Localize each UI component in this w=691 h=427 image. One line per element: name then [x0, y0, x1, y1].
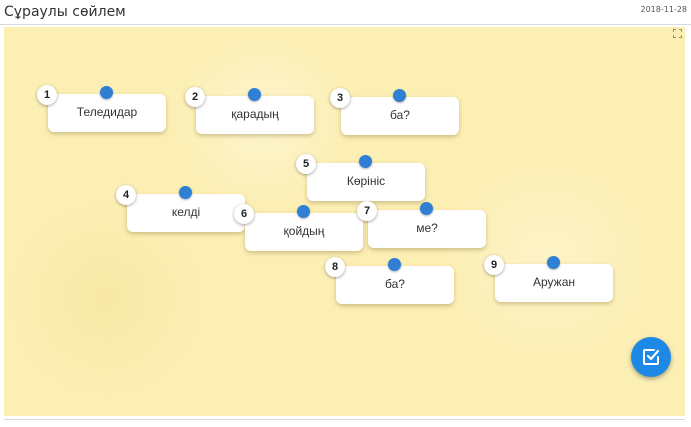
footer-divider	[4, 419, 685, 420]
word-card-4[interactable]: 4 келді	[116, 185, 245, 232]
card-number: 5	[296, 154, 316, 174]
word-card-5[interactable]: 5 Көрініс	[296, 154, 425, 201]
card-word: ба?	[390, 108, 410, 122]
check-icon	[643, 349, 660, 365]
card-word: Теледидар	[76, 105, 138, 119]
pin-icon	[547, 256, 560, 269]
card-word: Көрініс	[346, 174, 386, 188]
word-card-9[interactable]: 9 Аружан	[484, 255, 613, 302]
card-number: 3	[330, 88, 350, 108]
date-label: 2018-11-28	[640, 5, 688, 14]
word-card-6[interactable]: 6 қойдың	[234, 204, 363, 251]
card-number: 4	[116, 185, 136, 205]
pin-icon	[179, 186, 192, 199]
card-word: ба?	[385, 277, 405, 291]
header-bar: Сұраулы сөйлем 2018-11-28	[0, 0, 691, 25]
pin-icon	[248, 88, 261, 101]
card-number: 9	[484, 255, 504, 275]
card-number: 8	[325, 257, 345, 277]
card-number: 2	[185, 87, 205, 107]
card-word: Аружан	[532, 275, 575, 289]
expand-icon[interactable]	[673, 29, 682, 38]
check-answer-button[interactable]	[631, 337, 671, 377]
pin-icon	[420, 202, 433, 215]
word-card-2[interactable]: 2 қарадың	[185, 87, 314, 134]
pin-icon	[393, 89, 406, 102]
pin-icon	[100, 86, 113, 99]
pin-icon	[297, 205, 310, 218]
word-card-1[interactable]: 1 Теледидар	[37, 85, 166, 132]
card-word: қойдың	[283, 224, 325, 238]
word-board: 1 Теледидар 2 қарадың 3 ба? 4 келді 5 Кө…	[4, 27, 685, 416]
word-card-7[interactable]: 7 ме?	[357, 201, 486, 248]
card-number: 6	[234, 204, 254, 224]
word-card-8[interactable]: 8 ба?	[325, 257, 454, 304]
pin-icon	[359, 155, 372, 168]
pin-icon	[388, 258, 401, 271]
card-word: ме?	[416, 221, 438, 235]
card-word: қарадың	[231, 107, 279, 121]
card-number: 1	[37, 85, 57, 105]
word-card-3[interactable]: 3 ба?	[330, 88, 459, 135]
card-number: 7	[357, 201, 377, 221]
page-title: Сұраулы сөйлем	[4, 4, 126, 20]
card-word: келді	[171, 205, 201, 219]
